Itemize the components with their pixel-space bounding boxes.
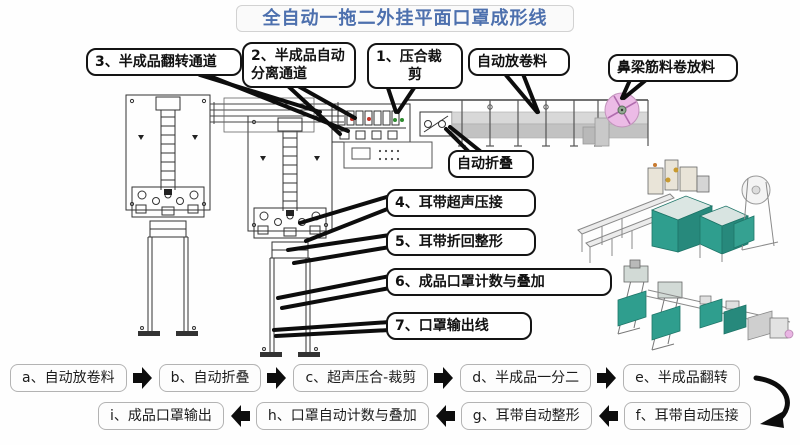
flow-step-c: c、超声压合-裁剪 [293,364,429,392]
callout-output-line-label: 7、口罩输出线 [395,318,489,334]
flow-step-a: a、自动放卷料 [10,364,127,392]
callout-ear-fold-label: 5、耳带折回整形 [395,234,503,250]
callout-nose-wire: 鼻梁筋料卷放料 [608,54,738,82]
callout-pointer-lines [198,72,648,338]
flow-step-h: h、口罩自动计数与叠加 [255,402,429,430]
arrow-right-icon [597,367,617,389]
callout-flip-channel-label: 3、半成品翻转通道 [95,54,217,70]
callout-auto-fold: 自动折叠 [448,150,534,178]
callout-separate-channel: 2、半成品自动 分离通道 [242,42,356,88]
flow-step-g: g、耳带自动整形 [460,402,592,430]
arrow-right-icon [267,367,287,389]
callout-auto-unwind-label: 自动放卷料 [477,54,547,70]
arrow-left-icon [230,405,250,427]
flow-step-d: d、半成品一分二 [460,364,592,392]
callout-press-cut-line1: 1、压合裁 [376,49,442,65]
callout-press-cut-line2: 剪 [408,67,422,83]
callout-ear-fold: 5、耳带折回整形 [386,228,536,256]
arrow-right-icon [434,367,454,389]
callout-separate-line1: 2、半成品自动 [251,48,345,64]
page-title: 全自动一拖二外挂平面口罩成形线 [236,5,574,32]
flow-step-b: b、自动折叠 [158,364,262,392]
callout-auto-unwind: 自动放卷料 [468,48,570,76]
callout-auto-fold-label: 自动折叠 [457,156,513,172]
iso-render-top [577,159,779,263]
iso-render-bottom [617,259,794,351]
arrow-left-icon [598,405,618,427]
callout-nose-wire-label: 鼻梁筋料卷放料 [617,60,715,76]
arrow-left-icon [435,405,455,427]
flow-step-f: f、耳带自动压接 [623,402,751,430]
callout-press-cut: 1、压合裁 剪 [367,43,463,89]
callout-flip-channel: 3、半成品翻转通道 [86,48,242,76]
callout-ear-weld-label: 4、耳带超声压接 [395,195,503,211]
curved-arrow-e-to-f [753,375,790,428]
flow-step-e: e、半成品翻转 [623,364,740,392]
callout-count-stack-label: 6、成品口罩计数与叠加 [395,274,545,290]
callout-count-stack: 6、成品口罩计数与叠加 [386,268,612,296]
flow-row-2: i、成品口罩输出 h、口罩自动计数与叠加 g、耳带自动整形 f、耳带自动压接 [98,402,751,430]
callout-ear-weld: 4、耳带超声压接 [386,189,536,217]
tower-machine-1 [125,94,211,337]
flow-row-1: a、自动放卷料 b、自动折叠 c、超声压合-裁剪 d、半成品一分二 e、半成品翻… [10,364,740,392]
flow-step-i: i、成品口罩输出 [98,402,224,430]
callout-separate-line2: 分离通道 [251,66,307,82]
callout-output-line: 7、口罩输出线 [386,312,532,340]
arrow-right-icon [132,367,152,389]
material-roll [582,92,640,147]
